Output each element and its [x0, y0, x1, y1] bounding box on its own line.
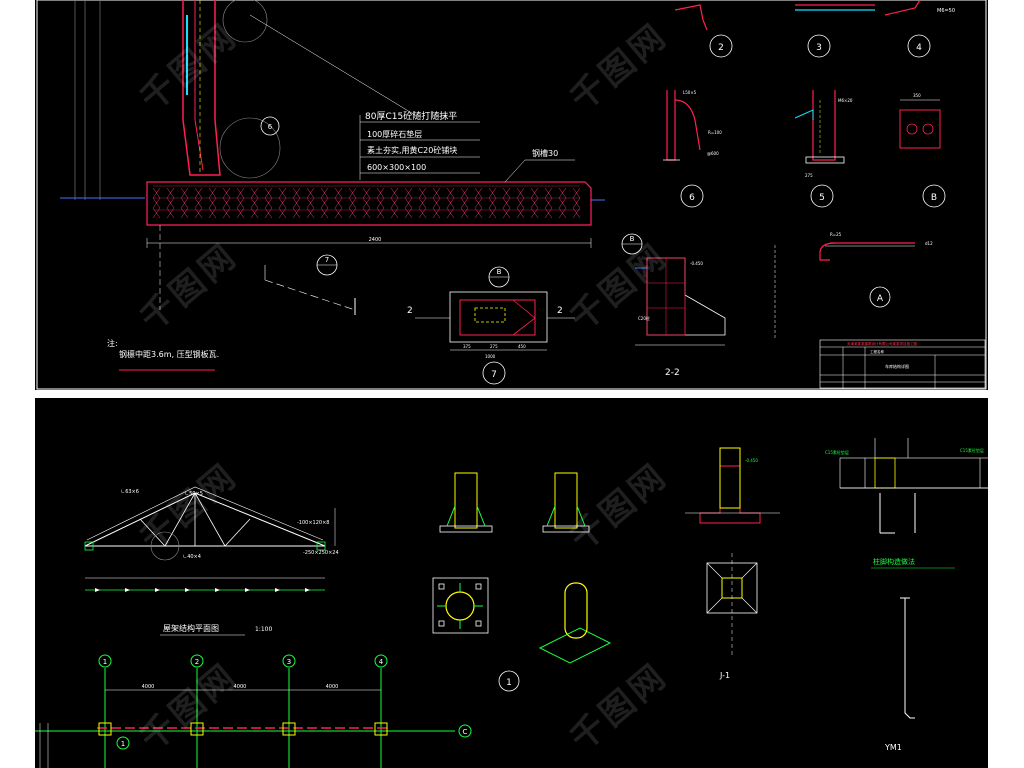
svg-text:L50×5: L50×5 [683, 90, 697, 95]
svg-text:1000: 1000 [485, 354, 496, 359]
j1-detail: -0.450 J-1 [685, 447, 780, 680]
cad-sheet-top: 6 2400 7 80厚C15砼随打随抹平 100厚碎石垫层 [35, 0, 988, 390]
layer-label-2: 100厚碎石垫层 [367, 129, 422, 139]
cad-drawing-top: 6 2400 7 80厚C15砼随打随抹平 100厚碎石垫层 [36, 0, 987, 390]
truss-elevation: ∟63×6 ∟50×5 -100×120×8 -250×250×24 ∟40×4 [84, 486, 339, 592]
plan-scale: 1:100 [255, 626, 272, 633]
svg-text:-250×250×24: -250×250×24 [303, 550, 339, 556]
detail-6: M6×20 275 5 [794, 90, 853, 208]
svg-text:275: 275 [490, 344, 498, 349]
title-block: 天津某某某建筑设计有限公司某某项目施工图 工程名称 车库结构详图 [819, 339, 986, 389]
svg-text:1: 1 [103, 658, 107, 666]
svg-text:-100×120×8: -100×120×8 [297, 520, 329, 526]
detail-5: L50×5 R=100 @600 6 [663, 90, 722, 208]
svg-text:d12: d12 [925, 241, 933, 246]
ym1-label: YM1 [884, 743, 902, 752]
callout-2: 2 [718, 43, 724, 53]
svg-text:3: 3 [287, 658, 291, 666]
callout-B-upper: B [497, 268, 502, 276]
note-text: 钢檩中距3.6m, 压型钢板瓦. [119, 349, 219, 359]
svg-text:C20砼: C20砼 [638, 315, 650, 321]
callout-7: 7 [491, 370, 497, 380]
svg-text:B: B [630, 235, 635, 243]
section-2-2: B -0.450 C20砼 2-2 [621, 233, 776, 378]
svg-text:-0.450: -0.450 [745, 458, 758, 463]
svg-text:350: 350 [913, 93, 921, 98]
svg-text:M6×20: M6×20 [838, 98, 853, 103]
svg-text:C: C [463, 728, 468, 736]
detail-A: R=25 d12 A [819, 232, 933, 308]
title-block-project: 工程名称 [870, 349, 884, 354]
plan-title: 屋架结构平面图 [163, 623, 219, 633]
svg-text:2: 2 [195, 658, 199, 666]
callout-B: B [931, 193, 937, 203]
wall-section-detail: 6 2400 7 [60, 0, 605, 315]
cad-sheet-bottom: ∟63×6 ∟50×5 -100×120×8 -250×250×24 ∟40×4… [35, 398, 988, 768]
callout-7-top: 7 [325, 256, 329, 264]
roof-framing-plan: 屋架结构平面图 1:100 1 2 3 4 C 1 4000 4000 4000 [35, 623, 472, 768]
dim-2400: 2400 [369, 237, 382, 243]
svg-text:4: 4 [379, 658, 384, 666]
svg-text:2: 2 [407, 306, 413, 316]
svg-text:4000: 4000 [234, 684, 247, 690]
detail-7-plan: B 2 2 375 275 450 1000 7 [407, 266, 575, 385]
svg-text:R=25: R=25 [830, 232, 842, 237]
svg-text:C15素砼垫层: C15素砼垫层 [960, 447, 984, 453]
layer-label-1: 80厚C15砼随打随抹平 [365, 110, 457, 122]
svg-text:@600: @600 [707, 151, 719, 156]
callout-A: A [877, 294, 884, 304]
svg-text:450: 450 [518, 344, 526, 349]
svg-text:C15素砼垫层: C15素砼垫层 [825, 449, 849, 455]
sheet-border [36, 0, 987, 390]
section-label-2-2: 2-2 [665, 368, 680, 378]
callout-5: 6 [689, 193, 695, 203]
svg-text:∟50×5: ∟50×5 [185, 491, 203, 497]
title-block-company: 天津某某某建筑设计有限公司某某项目施工图 [847, 341, 917, 346]
ym-title: 柱脚构造做法 [873, 557, 915, 566]
svg-text:∟63×6: ∟63×6 [121, 489, 139, 495]
layer-label-4: 600×300×100 [367, 163, 426, 172]
detail-B: 350 B [899, 93, 946, 208]
foundation-section: C15素砼垫层 C15素砼垫层 柱脚构造做法 YM1 [825, 438, 988, 752]
title-block-drawing: 车库结构详图 [885, 363, 909, 369]
svg-text:2: 2 [557, 306, 563, 316]
svg-text:M6=50: M6=50 [937, 8, 955, 14]
column-base-details: 1 [432, 472, 612, 692]
svg-text:1: 1 [121, 740, 125, 748]
svg-text:-0.450: -0.450 [690, 261, 703, 266]
svg-text:6: 6 [268, 123, 273, 131]
cad-drawing-bottom: ∟63×6 ∟50×5 -100×120×8 -250×250×24 ∟40×4… [35, 438, 988, 768]
callout-4: 4 [916, 43, 922, 53]
svg-text:∟40×4: ∟40×4 [183, 554, 201, 560]
svg-text:375: 375 [463, 344, 471, 349]
svg-text:275: 275 [805, 173, 813, 178]
layer-label-3: 素土夯实,用黄C20砼铺块 [367, 145, 457, 155]
svg-text:4000: 4000 [326, 684, 339, 690]
top-details-2-4 [674, 0, 921, 31]
svg-text:4000: 4000 [142, 684, 155, 690]
gutter-label: 钢槽30 [532, 148, 558, 158]
note-prefix: 注: [107, 338, 118, 348]
j1-label: J-1 [719, 671, 730, 680]
callout-3: 3 [816, 43, 822, 53]
callout-6: 5 [819, 193, 825, 203]
callout-1-bottom: 1 [506, 678, 512, 688]
svg-text:R=100: R=100 [708, 130, 722, 135]
